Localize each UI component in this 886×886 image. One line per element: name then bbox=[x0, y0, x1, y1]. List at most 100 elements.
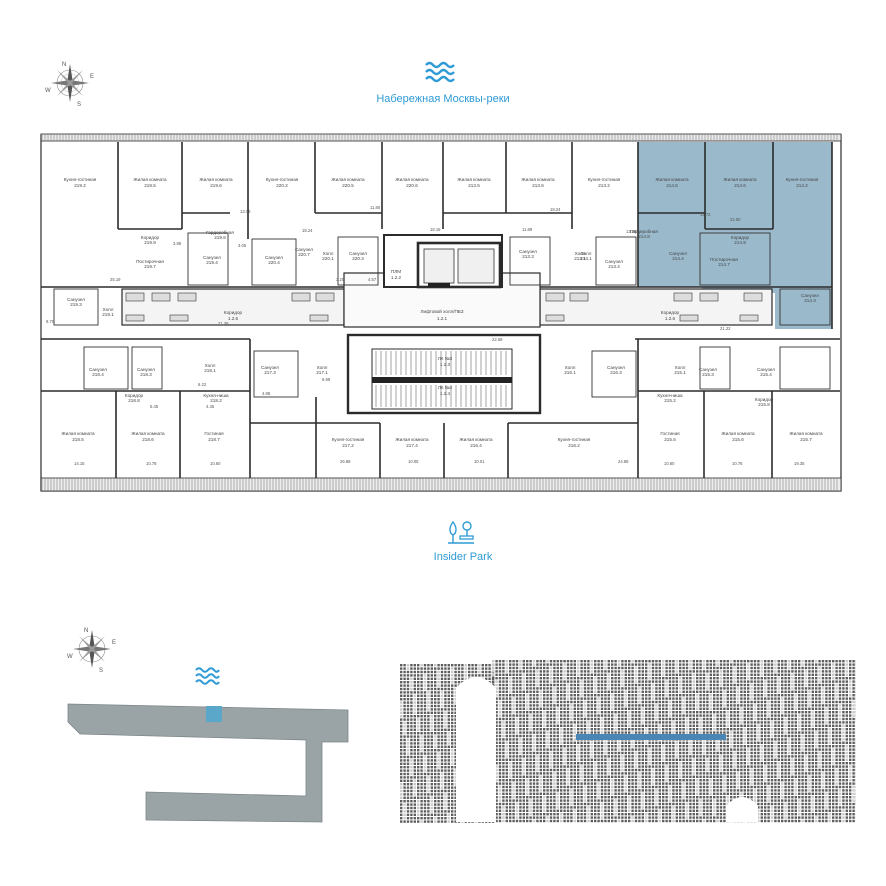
facade-window bbox=[699, 680, 702, 683]
small-room-name: Холл bbox=[323, 251, 334, 256]
facade-window bbox=[434, 670, 437, 674]
facade-window bbox=[451, 796, 454, 799]
facade-window bbox=[406, 735, 410, 738]
facade-window bbox=[801, 670, 804, 673]
facade-window bbox=[716, 663, 719, 666]
facade-window bbox=[692, 663, 695, 666]
facade-window bbox=[699, 717, 702, 721]
facade-window bbox=[740, 707, 743, 710]
facade-window bbox=[468, 667, 471, 670]
facade-window bbox=[781, 700, 784, 704]
facade-window bbox=[767, 670, 770, 673]
facade-window bbox=[481, 670, 484, 674]
facade-window bbox=[849, 717, 852, 721]
facade-window bbox=[665, 687, 668, 690]
facade-window bbox=[509, 728, 512, 731]
facade-window bbox=[784, 694, 787, 697]
facade-window bbox=[413, 766, 416, 769]
facade-window bbox=[485, 674, 488, 677]
facade-window bbox=[692, 717, 695, 721]
facade-window bbox=[798, 724, 801, 727]
facade-window bbox=[791, 714, 794, 717]
area-value: 3.25 bbox=[336, 277, 345, 282]
facade-window bbox=[709, 673, 712, 676]
facade-window bbox=[760, 738, 763, 741]
facade-window bbox=[719, 704, 723, 707]
small-room-name: Санузел bbox=[699, 367, 717, 372]
facade-window bbox=[770, 741, 774, 744]
facade-window bbox=[832, 700, 835, 704]
facade-window bbox=[553, 687, 556, 690]
facade-window bbox=[512, 731, 515, 734]
facade-window bbox=[505, 734, 508, 738]
area-value: 18.15 bbox=[430, 227, 441, 232]
facade-window bbox=[417, 803, 420, 806]
facade-window bbox=[417, 664, 420, 667]
facade-window bbox=[566, 748, 570, 751]
facade-window bbox=[420, 762, 423, 765]
facade-window bbox=[672, 660, 675, 663]
facade-window bbox=[794, 687, 797, 690]
facade-window bbox=[709, 687, 712, 690]
facade-window bbox=[549, 683, 553, 687]
minimap-highlighted-section[interactable] bbox=[206, 706, 222, 722]
facade-window bbox=[774, 690, 777, 693]
facade-window bbox=[638, 711, 641, 714]
facade-window bbox=[747, 663, 750, 666]
facade-window bbox=[413, 725, 416, 728]
facade-window bbox=[597, 663, 600, 666]
facade-window bbox=[787, 714, 791, 717]
facade-window bbox=[580, 694, 583, 697]
facade-window bbox=[430, 779, 433, 782]
facade-window bbox=[743, 714, 746, 717]
building-minimap[interactable] bbox=[60, 700, 360, 830]
facade-window bbox=[617, 731, 621, 734]
facade-window bbox=[434, 742, 437, 745]
facade-window bbox=[587, 694, 590, 697]
facade-window bbox=[713, 731, 716, 734]
facade-window bbox=[706, 683, 709, 687]
facade-window bbox=[787, 717, 791, 721]
facade-window bbox=[774, 670, 777, 673]
facade-window bbox=[570, 660, 573, 663]
facade-window bbox=[692, 694, 695, 697]
facade-window bbox=[454, 769, 457, 772]
small-room-code: 217.1 bbox=[316, 370, 328, 375]
facade-window bbox=[821, 670, 825, 673]
facade-window bbox=[447, 813, 450, 816]
facade-window bbox=[403, 732, 406, 735]
facade-window bbox=[580, 711, 583, 714]
area-value: 10.05 bbox=[408, 459, 419, 464]
facade-window bbox=[597, 721, 600, 724]
facade-window bbox=[733, 714, 736, 717]
selected-apartment-214[interactable] bbox=[638, 142, 832, 329]
facade-window bbox=[730, 731, 733, 734]
facade-window bbox=[434, 749, 437, 752]
facade-window bbox=[560, 724, 563, 727]
facade-window bbox=[549, 711, 553, 714]
facade-window bbox=[675, 687, 678, 690]
facade-window bbox=[832, 707, 835, 710]
facade-window bbox=[594, 687, 597, 690]
facade-window bbox=[539, 677, 542, 680]
facade-window bbox=[457, 667, 461, 670]
facade-window bbox=[621, 687, 624, 690]
small-room-name: Холл bbox=[205, 363, 216, 368]
facade-window bbox=[400, 735, 403, 738]
facade-window bbox=[614, 728, 617, 731]
facade-window bbox=[403, 769, 406, 772]
facade-window bbox=[628, 741, 631, 744]
facade-window bbox=[723, 683, 726, 687]
facade-window bbox=[519, 683, 522, 687]
facade-window bbox=[760, 728, 763, 731]
facade-window bbox=[502, 663, 505, 666]
facade-window bbox=[580, 663, 583, 666]
facade-window bbox=[607, 690, 610, 693]
facade-window bbox=[492, 663, 495, 666]
facade-window bbox=[648, 741, 651, 744]
facade-window bbox=[553, 714, 556, 717]
facade-window bbox=[532, 690, 536, 693]
facade-window bbox=[509, 738, 512, 741]
facade-window bbox=[685, 704, 689, 707]
facade-window bbox=[730, 694, 733, 697]
